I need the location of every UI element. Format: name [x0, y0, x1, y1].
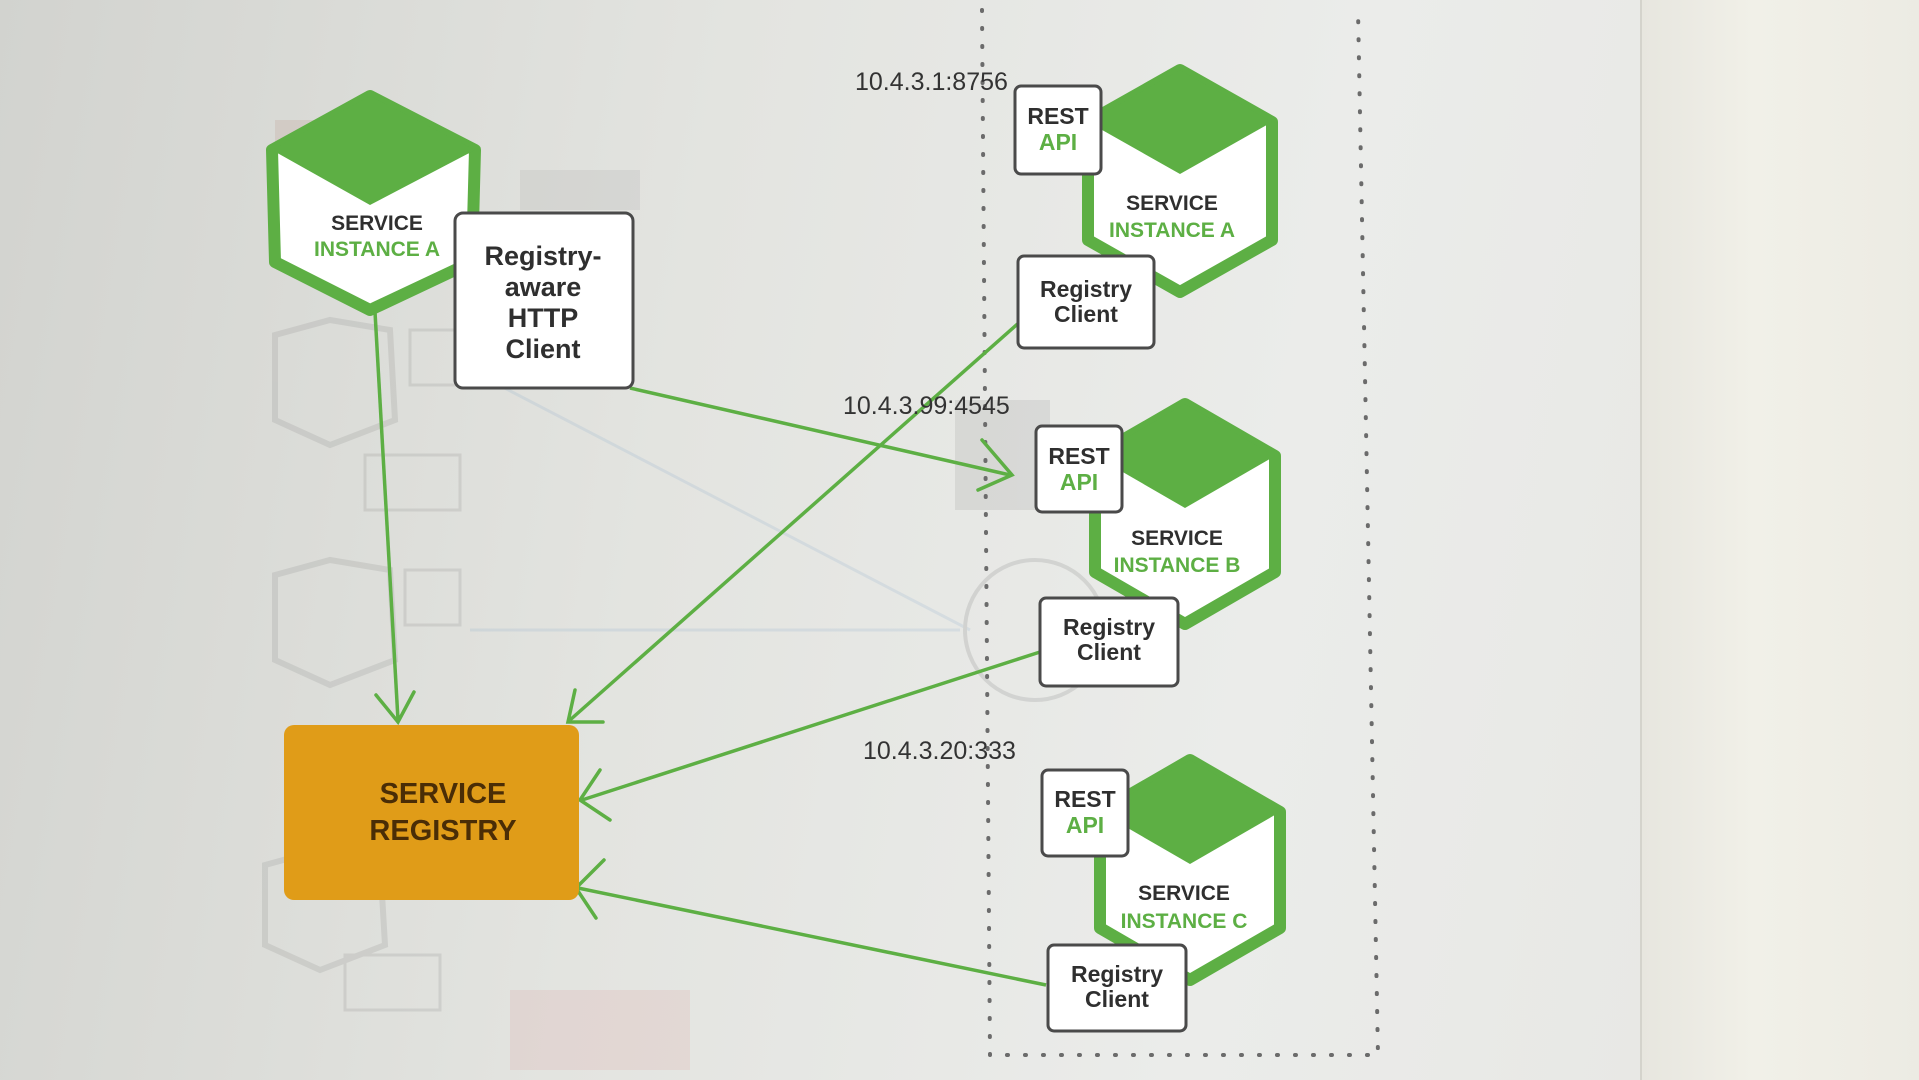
http-client-line-1: Registry-: [484, 241, 601, 271]
page-edge: [1640, 0, 1919, 1080]
instance-b-subtitle: INSTANCE B: [1114, 554, 1241, 577]
registry-aware-http-client: Registry- aware HTTP Client: [453, 211, 635, 390]
service-registry-line-2: REGISTRY: [369, 815, 516, 847]
connectors: [373, 311, 1047, 987]
instance-b-client-line-2: Client: [1077, 639, 1141, 665]
service-registry-box: [284, 725, 579, 900]
instance-b-client-line-1: Registry: [1063, 614, 1155, 640]
instance-a-hexagon-cap: [1088, 70, 1272, 174]
instance-c-rest-api-box: [1040, 768, 1130, 858]
instance-b-registry-client-box: [1038, 596, 1180, 688]
connector-http-client-to-instance-b: [629, 386, 1011, 477]
http-client-line-2: aware: [505, 272, 582, 302]
left-instance-subtitle: INSTANCE A: [314, 238, 440, 261]
instance-c-title: SERVICE: [1138, 882, 1230, 905]
instance-a-client-line-2: Client: [1054, 301, 1118, 327]
service-instance-c: 10.4.3.20:333 REST API SERVICE INSTANCE …: [863, 737, 1286, 1033]
http-client-line-4: Client: [505, 334, 580, 364]
instance-a-rest-label: REST: [1027, 103, 1088, 129]
instance-c-client-line-2: Client: [1085, 986, 1149, 1012]
instance-b-address: 10.4.3.99:4545: [843, 392, 1010, 420]
instance-a-rest-api-box: [1013, 84, 1103, 176]
service-registry-line-1: SERVICE: [380, 778, 507, 810]
http-client-line-3: HTTP: [508, 303, 579, 333]
instance-c-address: 10.4.3.20:333: [863, 737, 1016, 765]
instance-a-client-line-1: Registry: [1040, 276, 1132, 302]
instance-c-client-line-1: Registry: [1071, 961, 1163, 987]
service-instance-a: 10.4.3.1:8756 REST API SERVICE INSTANCE …: [855, 64, 1278, 350]
instance-b-rest-label: REST: [1048, 443, 1109, 469]
instance-b-title: SERVICE: [1131, 527, 1223, 550]
http-client-box: [453, 211, 635, 390]
instance-a-api-label: API: [1039, 129, 1077, 155]
left-instance-hexagon-cap: [272, 96, 475, 205]
instance-c-subtitle: INSTANCE C: [1121, 910, 1248, 933]
connector-instance-a-to-registry: [373, 311, 400, 721]
instance-b-api-label: API: [1060, 469, 1098, 495]
instance-c-hexagon-cap: [1100, 760, 1280, 864]
left-service-instance: SERVICE INSTANCE A: [266, 90, 481, 316]
connector-client-b-to-registry: [581, 650, 1041, 802]
instance-a-title: SERVICE: [1126, 192, 1218, 215]
instance-b-hexagon-cap: [1095, 404, 1275, 508]
service-instance-b: 10.4.3.99:4545 REST API SERVICE INSTANCE…: [843, 392, 1281, 688]
instance-a-subtitle: INSTANCE A: [1109, 219, 1235, 242]
connector-client-a-to-registry: [568, 318, 1024, 722]
instances-boundary: [980, 8, 1381, 1057]
service-registry: SERVICE REGISTRY: [284, 725, 579, 900]
instance-c-rest-label: REST: [1054, 786, 1115, 812]
connector-client-c-to-registry: [577, 886, 1047, 987]
left-instance-title: SERVICE: [331, 212, 423, 235]
instance-a-address: 10.4.3.1:8756: [855, 68, 1008, 96]
instance-c-api-label: API: [1066, 812, 1104, 838]
instance-c-registry-client-box: [1046, 943, 1188, 1033]
instance-b-rest-api-box: [1034, 424, 1124, 514]
instance-a-registry-client-box: [1016, 254, 1156, 350]
